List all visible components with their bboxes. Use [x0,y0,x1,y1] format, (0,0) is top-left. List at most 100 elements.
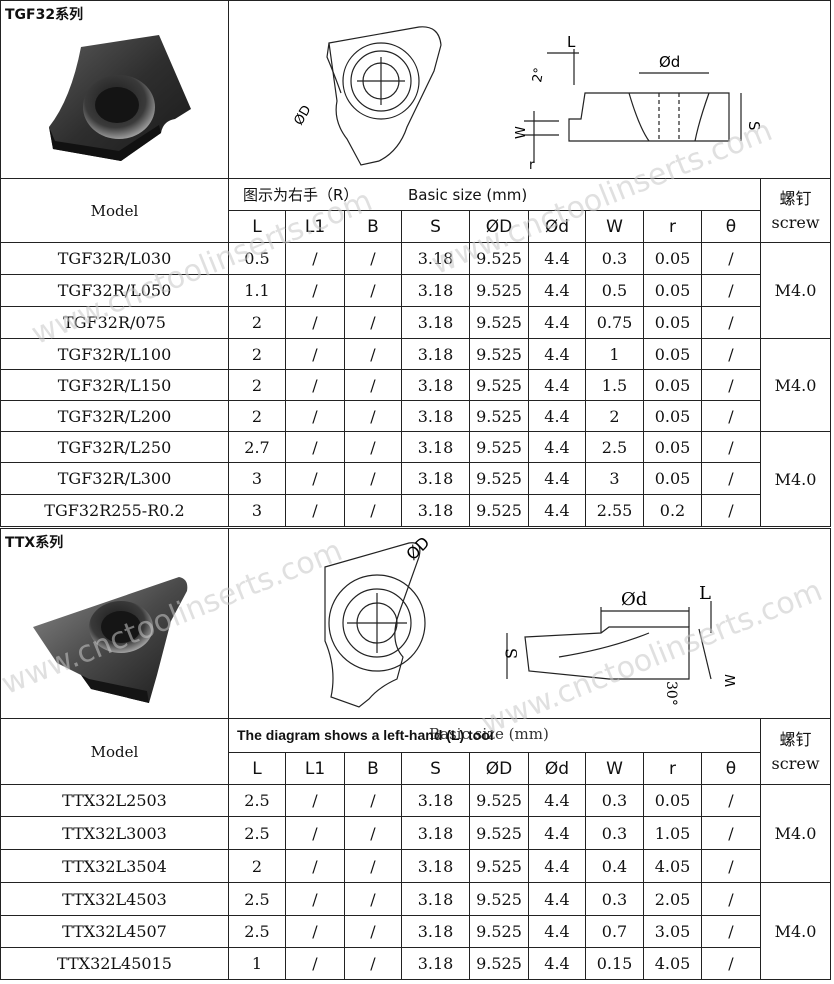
tgf32-basic-size-label: Basic size (mm) [408,186,528,204]
value-cell-r: 0.05 [643,274,702,307]
col-header: W [585,210,644,243]
value-cell-L1: / [285,915,345,948]
ttx-insert-photo [33,577,188,703]
value-cell-D: 9.525 [469,915,529,948]
value-cell-S: 3.18 [401,816,470,850]
ttx-screw-cn: 螺钉 [779,729,812,749]
tgf32-insert-photo [49,35,191,161]
value-cell-L: 3 [228,494,286,527]
value-cell-S: 3.18 [401,494,470,527]
ttx-label-l: L [699,583,711,604]
value-cell-S: 3.18 [401,784,470,817]
value-cell-W: 1.5 [585,369,644,401]
value-cell-t: / [701,431,761,463]
value-cell-D: 9.525 [469,338,529,370]
col-header: r [643,752,702,785]
value-cell-B: / [344,882,402,916]
value-cell-S: 3.18 [401,338,470,370]
value-cell-r: 0.05 [643,369,702,401]
tgf32-technical-drawing-cell: L 2° Ød ØD S W r [227,0,832,179]
ttx-image-cell: TTX系列 [0,528,229,719]
value-cell-W: 1 [585,338,644,370]
ttx-technical-drawing-cell: ØD Ød L S 30° W [227,528,832,719]
value-cell-L1: / [285,338,345,370]
value-cell-L: 2.5 [228,915,286,948]
value-cell-t: / [701,242,761,275]
value-cell-L: 2 [228,369,286,401]
ttx-basic-size-label: Basic size (mm) [429,725,549,743]
value-cell-S: 3.18 [401,400,470,432]
ttx-screw-en: screw [771,753,820,773]
col-header: θ [701,752,761,785]
value-cell-L: 1 [228,947,286,980]
value-cell-r: 3.05 [643,915,702,948]
value-cell-B: / [344,242,402,275]
col-header: L1 [285,752,345,785]
ttx-basic-size-header: Basic size (mm) The diagram shows a left… [228,718,761,753]
ttx-screw-header: 螺钉 screw [759,718,832,785]
col-header: W [585,752,644,785]
value-cell-S: 3.18 [401,431,470,463]
value-cell-L1: / [285,784,345,817]
value-cell-t: / [701,849,761,883]
value-cell-B: / [344,849,402,883]
value-cell-r: 0.05 [643,306,702,339]
value-cell-t: / [701,338,761,370]
value-cell-B: / [344,947,402,980]
value-cell-L: 2.7 [228,431,286,463]
value-cell-t: / [701,882,761,916]
screw-cell: M4.0 [759,784,832,883]
value-cell-L: 2 [228,338,286,370]
value-cell-r: 4.05 [643,849,702,883]
value-cell-B: / [344,816,402,850]
value-cell-L: 2 [228,849,286,883]
value-cell-r: 4.05 [643,947,702,980]
model-cell: TGF32R/L300 [0,462,229,495]
value-cell-S: 3.18 [401,849,470,883]
value-cell-L: 2.5 [228,816,286,850]
tgf-label-big-d: ØD [291,103,314,128]
value-cell-D: 9.525 [469,947,529,980]
value-cell-D: 9.525 [469,274,529,307]
ttx-hand-note: The diagram shows a left-hand (L) tool [237,727,494,743]
value-cell-d: 4.4 [528,849,586,883]
value-cell-d: 4.4 [528,369,586,401]
col-header: L [228,210,286,243]
value-cell-t: / [701,400,761,432]
tgf32-hand-note: 图示为右手（R） [243,186,359,204]
value-cell-d: 4.4 [528,242,586,275]
tgf32-screw-header: 螺钉 screw [759,178,832,243]
model-cell: TGF32R/L050 [0,274,229,307]
value-cell-D: 9.525 [469,816,529,850]
col-header: ØD [469,210,529,243]
ttx-label-w: W [724,674,739,687]
value-cell-r: 0.05 [643,338,702,370]
value-cell-d: 4.4 [528,816,586,850]
value-cell-W: 0.3 [585,242,644,275]
screw-cell: M4.0 [759,431,832,527]
value-cell-d: 4.4 [528,338,586,370]
value-cell-d: 4.4 [528,462,586,495]
col-header: Ød [528,752,586,785]
value-cell-D: 9.525 [469,242,529,275]
value-cell-W: 2.55 [585,494,644,527]
model-cell: TTX32L3003 [0,816,229,850]
value-cell-L1: / [285,849,345,883]
value-cell-d: 4.4 [528,306,586,339]
value-cell-d: 4.4 [528,494,586,527]
ttx-table: TTX系列 [0,528,832,980]
tgf32-technical-drawing: L 2° Ød ØD S W r [291,26,763,173]
ttx-label-d: Ød [621,589,647,610]
col-header: S [401,752,470,785]
ttx-label-big-d: ØD [402,533,433,564]
ttx-section-title: TTX系列 [5,535,64,551]
tgf-label-w: W [514,126,529,139]
model-cell: TTX32L4507 [0,915,229,948]
col-header: S [401,210,470,243]
